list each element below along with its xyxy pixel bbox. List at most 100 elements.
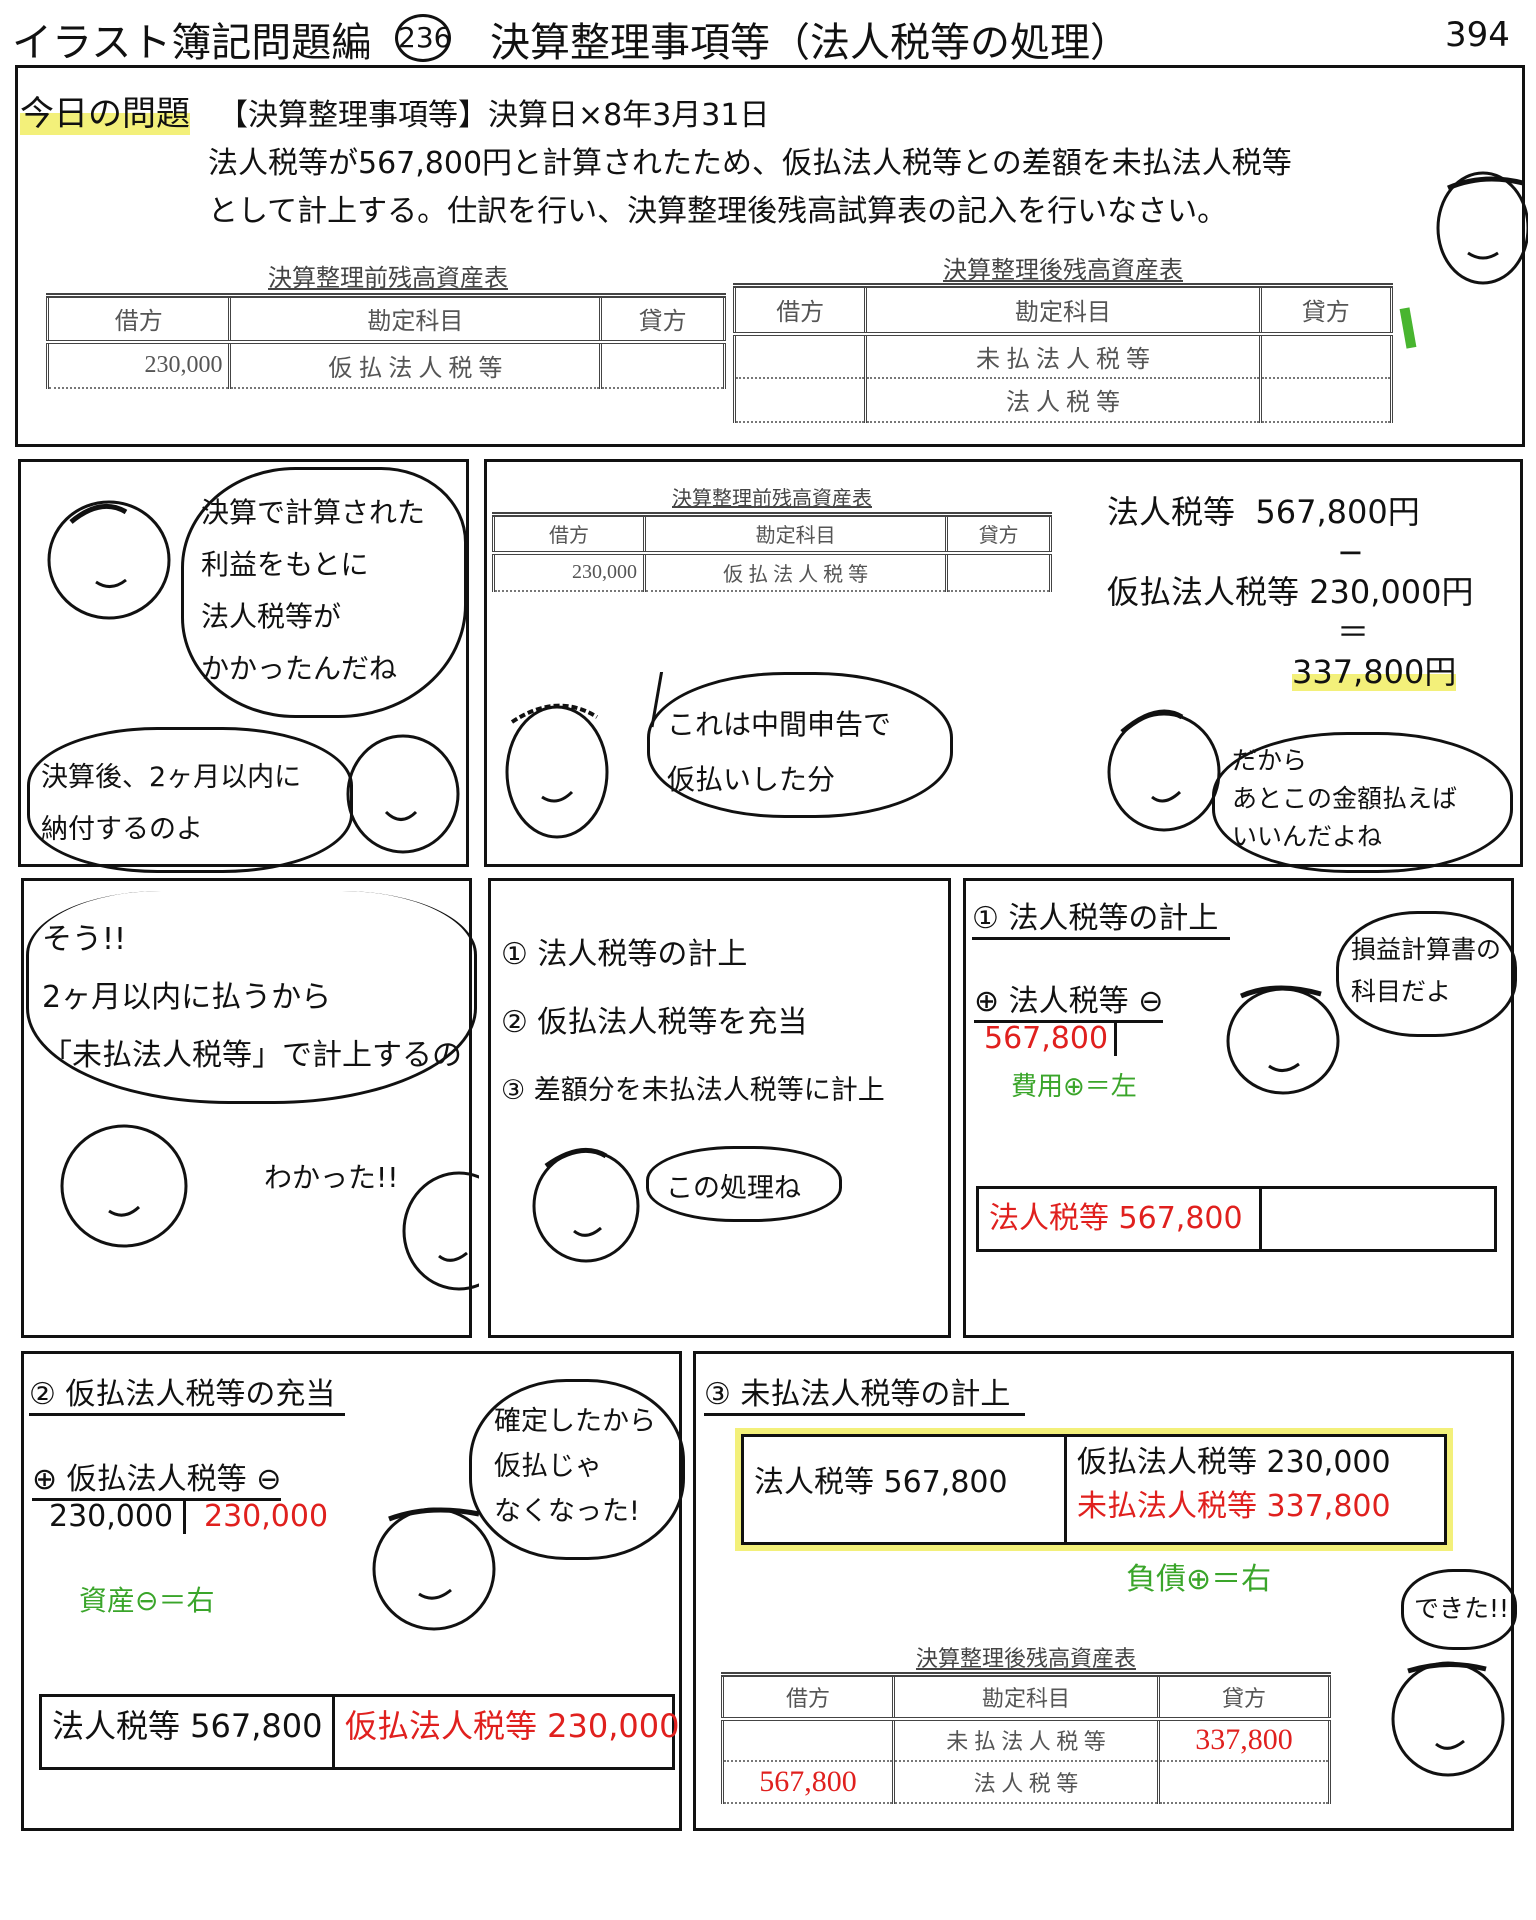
note-text: 資産⊖＝右	[79, 1584, 215, 1617]
problem-label: 今日の問題	[20, 86, 190, 135]
problem-text-1: 法人税等が567,800円と計算されたため、仮払法人税等との差額を未払法人税等	[208, 146, 1292, 181]
cell-account: 法 人 税 等	[864, 377, 1262, 423]
character-face-icon	[1226, 985, 1340, 1095]
speech-bubble	[27, 727, 353, 873]
step-item: ① 法人税等の計上	[501, 937, 748, 972]
speech-bubble	[181, 467, 467, 718]
cell-credit	[1157, 1760, 1331, 1804]
character-face-icon	[346, 734, 460, 854]
page-subtitle: 決算整理事項等（法人税等の処理）	[490, 20, 1130, 66]
cell-account: 未 払 法 人 税 等	[864, 333, 1262, 379]
speech-text: これは中間申告で仮払いした分	[667, 708, 892, 796]
note-text: 負債⊕＝右	[1126, 1562, 1272, 1597]
problem-panel: 今日の問題 【決算整理事項等】決算日×8年3月31日 法人税等が567,800円…	[15, 65, 1528, 447]
character-face-icon	[372, 1507, 496, 1631]
speech-text: だからあとこの金額払えばいいんだよね	[1232, 746, 1458, 851]
cell-credit	[599, 341, 726, 389]
speech-bubble	[469, 1379, 685, 1560]
character-face-icon	[532, 1147, 640, 1263]
journal-entry: 法人税等 567,800	[976, 1186, 1497, 1252]
cell-credit	[1258, 377, 1394, 423]
problem-heading: 【決算整理事項等】決算日×8年3月31日	[218, 98, 770, 133]
t-account-title: ⊕ 法人税等 ⊖	[974, 976, 1164, 1023]
character-face-icon	[60, 1124, 188, 1248]
character-and-arrow-icon	[505, 672, 664, 839]
calc-label: 法人税等	[1107, 493, 1236, 531]
step-title: ② 仮払法人税等の充当	[29, 1369, 346, 1416]
calc-value: 567,800円	[1255, 493, 1420, 531]
cell-account: 仮 払 法 人 税 等	[228, 341, 603, 389]
character-face-icon	[1391, 1661, 1505, 1777]
cell-debit	[732, 333, 868, 379]
entry-debit: 法人税等 567,800	[744, 1437, 1067, 1542]
entry-debit: 法人税等 567,800	[42, 1697, 335, 1767]
step-item: ② 仮払法人税等を充当	[501, 1005, 808, 1040]
speech-text: そう!!2ヶ月以内に払うから「未払法人税等」で計上するの	[42, 922, 462, 1073]
col-debit: 借方	[491, 512, 647, 555]
cell-account: 法 人 税 等	[891, 1760, 1161, 1804]
panel-tax-explanation: 決算で計算された利益をもとに法人税等がかかったんだね 決算後、2ヶ月以内に納付す…	[18, 459, 469, 873]
step-item: ③ 差額分を未払法人税等に計上	[501, 1075, 885, 1106]
minus-sign: −	[1337, 533, 1364, 571]
col-debit: 借方	[721, 1672, 895, 1721]
speech-text: 決算後、2ヶ月以内に納付するのよ	[41, 762, 302, 845]
series-title: イラスト簿記問題編	[12, 20, 372, 66]
cell-credit	[945, 552, 1052, 592]
col-debit: 借方	[45, 293, 232, 344]
cell-debit: 230,000	[45, 341, 232, 389]
after-table-title: 決算整理後残高資産表	[943, 258, 1183, 284]
cell-debit	[721, 1718, 895, 1762]
cell-account: 未 払 法 人 税 等	[891, 1718, 1161, 1762]
character-face-icon	[1107, 709, 1221, 832]
after-trial-balance: 借方勘定科目貸方 未 払 法 人 税 等 法 人 税 等	[732, 283, 1394, 423]
speech-text: できた!!	[1414, 1594, 1510, 1623]
entry-credit: 仮払法人税等 230,000	[345, 1707, 680, 1745]
t-account-debit: 567,800	[984, 1021, 1118, 1056]
col-credit: 貸方	[945, 512, 1052, 555]
col-account: 勘定科目	[891, 1672, 1161, 1721]
panel-accrued-tax: そう!!2ヶ月以内に払うから「未払法人税等」で計上するの わかった!!	[21, 878, 479, 1338]
col-account: 勘定科目	[643, 512, 949, 555]
before-table-title: 決算整理前残高資産表	[268, 266, 508, 292]
speech-bubble	[646, 1146, 842, 1222]
cell-debit: 230,000	[491, 552, 647, 592]
panel-step2: ② 仮払法人税等の充当 ⊕ 仮払法人税等 ⊖ 230,000 230,000 資…	[21, 1351, 685, 1831]
character-face-icon	[47, 500, 171, 620]
t-account-credit: 230,000	[204, 1499, 329, 1534]
col-credit: 貸方	[1157, 1672, 1331, 1721]
col-account: 勘定科目	[228, 293, 603, 344]
col-credit: 貸方	[1258, 283, 1394, 336]
after-table-title: 決算整理後残高資産表	[915, 1646, 1136, 1671]
panel-steps: ① 法人税等の計上 ② 仮払法人税等を充当 ③ 差額分を未払法人税等に計上 この…	[488, 878, 951, 1338]
equals-sign: ＝	[1337, 613, 1370, 651]
speech-text: 確定したから仮払じゃなくなった!	[494, 1406, 656, 1527]
speech-text: 損益計算書の科目だよ	[1351, 935, 1502, 1006]
problem-text-2: として計上する。仕訳を行い、決算整理後残高試算表の記入を行いなさい。	[208, 194, 1228, 229]
col-debit: 借方	[732, 283, 868, 336]
speech-bubble	[26, 891, 477, 1104]
speech-bubble	[647, 672, 953, 818]
t-account-debit: 230,000	[49, 1499, 187, 1534]
calc-label: 仮払法人税等	[1107, 573, 1300, 611]
speech-text: 決算で計算された利益をもとに法人税等がかかったんだね	[201, 496, 426, 685]
journal-entry: 法人税等 567,800 仮払法人税等 230,000	[39, 1694, 680, 1770]
cell-debit: 567,800	[721, 1760, 895, 1804]
cell-credit: 337,800	[1157, 1718, 1331, 1762]
cell-credit	[1258, 333, 1394, 379]
steps-list: ① 法人税等の計上 ② 仮払法人税等を充当 ③ 差額分を未払法人税等に計上	[501, 921, 885, 1125]
before-table-title: 決算整理前残高資産表	[672, 488, 872, 510]
calc-value: 230,000円	[1309, 573, 1474, 611]
panel-step1: ① 法人税等の計上 ⊕ 法人税等 ⊖ 567,800 費用⊕＝左 損益計算書の科…	[963, 878, 1517, 1338]
character-face-icon	[402, 1171, 479, 1291]
t-account-title: ⊕ 仮払法人税等 ⊖	[32, 1454, 282, 1501]
speech-bubble	[1401, 1569, 1517, 1650]
speech-text: この処理ね	[666, 1173, 801, 1204]
entry-credit: 仮払法人税等 230,000	[1077, 1445, 1391, 1480]
calc-result: 337,800円	[1292, 653, 1457, 691]
